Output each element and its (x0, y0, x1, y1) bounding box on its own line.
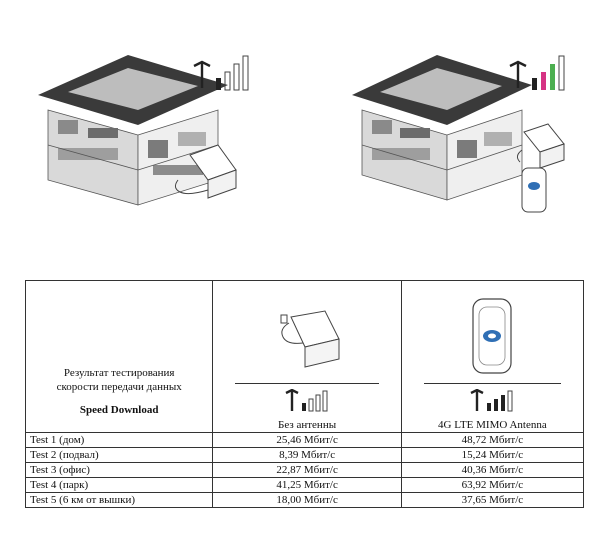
header-divider (423, 383, 561, 384)
router-icon (174, 144, 237, 199)
column-title-antenna: 4G LTE MIMO Antenna (438, 419, 547, 431)
house-router-illustration-left (38, 55, 249, 206)
table-row: Test 4 (парк) 41,25 Мбит/с 63,92 Мбит/с (24, 477, 585, 493)
speed-antenna: 40,36 Мбит/с (400, 462, 585, 478)
test-label: Test 5 (6 км от вышки) (24, 492, 214, 508)
test-label: Test 1 (дом) (24, 432, 214, 448)
speed-antenna: 48,72 Мбит/с (400, 432, 585, 448)
speed-antenna: 37,65 Мбит/с (400, 492, 585, 508)
header-antenna-cell: 4G LTE MIMO Antenna (400, 280, 585, 433)
header-description-cell: Результат тестирования скорости передачи… (24, 280, 214, 433)
speed-no-antenna: 8,39 Мбит/с (212, 447, 402, 463)
table-header-row: Результат тестирования скорости передачи… (24, 280, 585, 433)
mimo-antenna-icon (472, 298, 512, 374)
speed-antenna: 15,24 Мбит/с (400, 447, 585, 463)
speed-download-label: Speed Download (79, 403, 159, 416)
signal-strength-icon (285, 389, 328, 412)
header-divider (235, 383, 379, 384)
column-title-no-antenna: Без антенны (278, 419, 337, 431)
router-icon (516, 123, 565, 169)
signal-strength-icon (193, 55, 249, 91)
table-row: Test 1 (дом) 25,46 Мбит/с 48,72 Мбит/с (24, 432, 585, 448)
speed-no-antenna: 25,46 Мбит/с (212, 432, 402, 448)
speed-no-antenna: 41,25 Мбит/с (212, 477, 402, 493)
signal-strength-icon (509, 55, 565, 91)
header-description: Результат тестирования скорости передачи… (56, 366, 182, 393)
speed-no-antenna: 18,00 Мбит/с (212, 492, 402, 508)
test-label: Test 3 (офис) (24, 462, 214, 478)
test-label: Test 4 (парк) (24, 477, 214, 493)
router-icon (280, 310, 340, 368)
test-label: Test 2 (подвал) (24, 447, 214, 463)
table-row: Test 3 (офис) 22,87 Мбит/с 40,36 Мбит/с (24, 462, 585, 478)
house-router-antenna-illustration-right (352, 55, 565, 213)
speed-no-antenna: 22,87 Мбит/с (212, 462, 402, 478)
speed-test-results-table: Результат тестирования скорости передачи… (24, 280, 585, 508)
speed-antenna: 63,92 Мбит/с (400, 477, 585, 493)
signal-strength-icon (470, 389, 513, 412)
mimo-antenna-icon (521, 167, 547, 213)
table-row: Test 5 (6 км от вышки) 18,00 Мбит/с 37,6… (24, 492, 585, 508)
table-row: Test 2 (подвал) 8,39 Мбит/с 15,24 Мбит/с (24, 447, 585, 463)
header-no-antenna-cell: Без антенны (212, 280, 402, 433)
